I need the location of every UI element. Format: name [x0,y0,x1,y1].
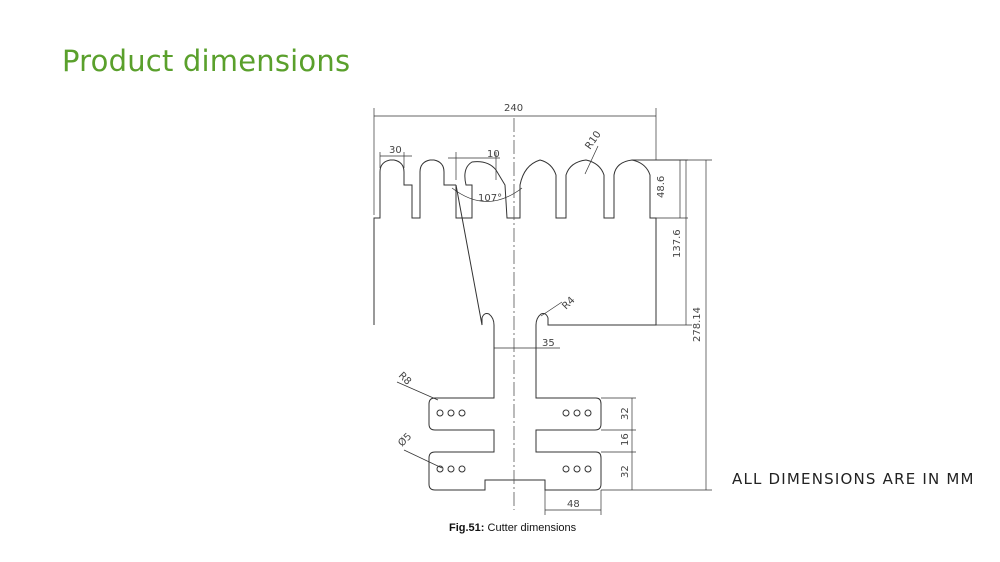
dim-tooth-height: 48.6 [656,176,667,198]
dim-tooth-width: 30 [389,145,402,156]
dim-tooth-angle: 107° [478,193,502,204]
dim-blade-height: 137.6 [672,229,683,258]
dim-lug-radius: R8 [396,370,413,387]
dim-lug-spacing: 16 [620,433,631,446]
dim-overall-width: 240 [504,103,523,114]
dim-neck-width: 35 [542,338,555,349]
dim-base-width: 48 [567,499,580,510]
figure-label: Fig.51: [449,522,485,534]
figure-caption-text: Cutter dimensions [487,522,577,534]
dim-gap-width: 10 [487,149,500,160]
page-title: Product dimensions [62,44,351,78]
dim-lug-height-top: 32 [620,407,631,420]
cutter-outline [373,159,657,491]
units-note: ALL DIMENSIONS ARE IN MM [732,470,975,488]
dim-lug-height-bottom: 32 [620,465,631,478]
dim-tooth-radius: R10 [583,129,603,151]
figure-caption: Fig.51: Cutter dimensions [449,522,576,534]
dim-inner-radius: R4 [560,295,577,312]
dim-hole-diameter: Ø5 [396,431,415,450]
dim-total-height: 278.14 [692,307,703,342]
